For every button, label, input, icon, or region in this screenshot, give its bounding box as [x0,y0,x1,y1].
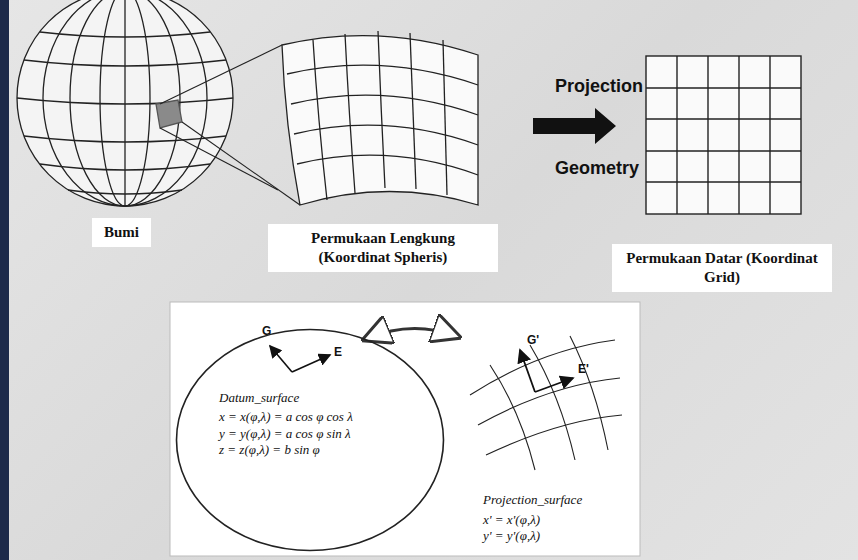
axis-label: E' [578,362,589,376]
axis-arrows [270,346,330,372]
caption-text: Permukaan Lengkung (Koordinat Spheris) [280,229,486,267]
projection-grid [470,336,622,470]
projection-lines [160,45,300,205]
bottom-panel [170,302,640,556]
formula: x' = x'(φ,λ) [483,512,625,528]
label-box: Permukaan Lengkung (Koordinat Spheris) [268,224,498,272]
arrow-label: Projection [555,76,643,97]
surface-title: Datum_surface [219,390,445,406]
edge-band [0,0,9,560]
projection-arrow [533,108,616,144]
caption-text: Permukaan Datar (Koordinat Grid) [624,249,820,287]
curved-surface [282,31,478,205]
surface-title: Projection_surface [483,492,625,508]
arrow-label: Geometry [555,158,639,179]
formula: y' = y'(φ,λ) [483,528,625,544]
formula: x = x(φ,λ) = a cos φ cos λ [219,409,445,425]
axis-label: E [334,345,342,359]
formula: z = z(φ,λ) = b sin φ [219,442,445,458]
globe [17,0,233,206]
label-box: Bumi [92,218,151,247]
projection-surface: Projection_surface x' = x'(φ,λ)y' = y'(φ,… [455,330,625,552]
label-box: Permukaan Datar (Koordinat Grid) [612,244,832,292]
double-arrow [367,329,456,339]
flat-grid [646,56,801,214]
axis-label: G' [527,333,539,347]
formula: y = y(φ,λ) = a cos φ sin λ [219,426,445,442]
projected-axis-arrows [520,350,573,392]
axis-label: G [262,324,271,338]
caption-text: Bumi [104,223,139,242]
datum-ellipse: Datum_surfacex = x(φ,λ) = a cos φ cos λy… [175,328,445,552]
